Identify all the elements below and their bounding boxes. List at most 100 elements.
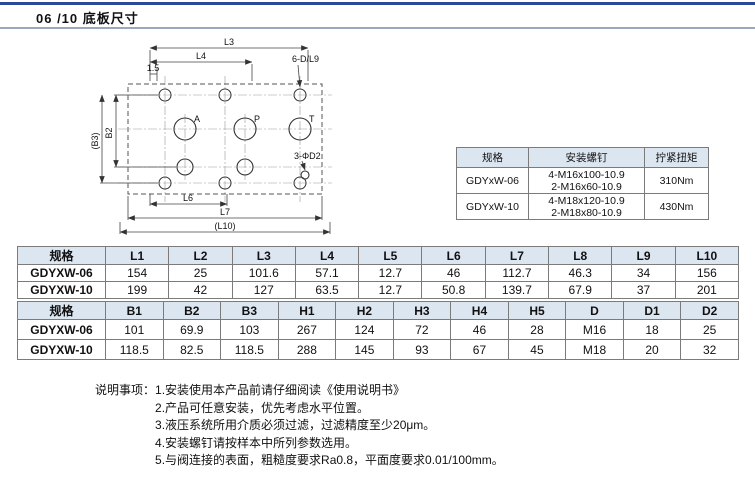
spec-cell: GDYxW-10: [456, 193, 529, 220]
screws-line-2: 2-M16x60-10.9: [551, 180, 622, 193]
column-header: L2: [168, 246, 233, 265]
torque-cell: 310Nm: [644, 167, 709, 194]
notes-items: 1.安装使用本产品前请仔细阅读《使用说明书》 2.产品可任意安装，优先考虑水平位…: [155, 382, 504, 470]
column-header-spec: 规格: [456, 147, 529, 168]
dim-label-l6: L6: [183, 193, 193, 203]
column-header: L10: [674, 246, 740, 265]
table-row: GDYxW-06 4-M16x100-10.9 2-M16x60-10.9 31…: [456, 167, 709, 194]
value-cell: 69.9: [162, 319, 222, 340]
value-cell: 139.7: [484, 281, 550, 299]
column-header: B3: [220, 301, 279, 320]
value-cell: 118.5: [105, 339, 164, 360]
value-cell: 101.6: [231, 264, 296, 282]
table-header-row: 规格 安装螺钉 拧紧扭矩: [456, 147, 709, 168]
value-cell: 50.8: [421, 281, 486, 299]
note-item-2: 2.产品可任意安装，优先考虑水平位置。: [155, 400, 370, 415]
column-header: H4: [450, 301, 509, 320]
value-cell: 63.5: [294, 281, 360, 299]
column-header: 规格: [17, 246, 106, 265]
port-label-a: A: [194, 114, 200, 124]
value-cell: 124: [335, 319, 394, 340]
value-cell: 46.3: [548, 264, 613, 282]
value-cell: 145: [335, 339, 394, 360]
page-title: 06 /10 底板尺寸: [36, 11, 139, 26]
column-header: D: [565, 301, 624, 320]
spec-cell: GDYXW-10: [17, 281, 106, 299]
table-row: GDYxW-10 4-M18x120-10.9 2-M18x80-10.9 43…: [456, 193, 709, 220]
port-label-t: T: [309, 114, 315, 124]
screws-line-1: 4-M18x120-10.9: [548, 194, 625, 207]
value-cell: 45: [507, 339, 567, 360]
value-cell: 42: [168, 281, 233, 299]
screws-cell: 4-M18x120-10.9 2-M18x80-10.9: [528, 193, 645, 220]
value-cell: 32: [680, 339, 739, 360]
dimension-lines: [99, 45, 331, 235]
value-cell: 67.9: [548, 281, 613, 299]
column-header: L8: [548, 246, 613, 265]
spec-cell: GDYxW-06: [456, 167, 529, 194]
note-item-5: 5.与阀连接的表面，粗糙度要求Ra0.8，平面度要求0.01/100mm。: [155, 453, 504, 467]
value-cell: 156: [674, 264, 740, 282]
column-header: L4: [294, 246, 360, 265]
plate-outline: [127, 83, 323, 195]
screw-spec-table: 规格 安装螺钉 拧紧扭矩 GDYxW-06 4-M16x100-10.9 2-M…: [456, 147, 709, 220]
note-item-1: 1.安装使用本产品前请仔细阅读《使用说明书》: [155, 383, 406, 397]
dim-label-b2: B2: [104, 127, 114, 138]
column-header: 规格: [17, 301, 106, 320]
column-header: L5: [358, 246, 423, 265]
value-cell: 12.7: [358, 264, 423, 282]
column-header: L3: [231, 246, 296, 265]
screws-line-2: 2-M18x80-10.9: [551, 206, 622, 219]
notes-section: 说明事项： 1.安装使用本产品前请仔细阅读《使用说明书》 2.产品可任意安装，优…: [95, 382, 504, 470]
dim-label-l3: L3: [224, 37, 234, 47]
top-accent-line: [0, 2, 755, 5]
value-cell: 37: [611, 281, 676, 299]
value-cell: 201: [674, 281, 740, 299]
value-cell: 25: [680, 319, 739, 340]
port-holes: [173, 117, 312, 180]
spec-cell: GDYXW-06: [17, 319, 106, 340]
note-item-4: 4.安装螺钉请按样本中所列参数选用。: [155, 435, 358, 450]
value-cell: M18: [565, 339, 624, 360]
torque-cell: 430Nm: [644, 193, 709, 220]
column-header: B2: [162, 301, 222, 320]
column-header: D1: [622, 301, 682, 320]
screws-cell: 4-M16x100-10.9 2-M16x60-10.9: [528, 167, 645, 194]
value-cell: 57.1: [294, 264, 360, 282]
dim-label-l7: L7: [220, 207, 230, 217]
note-item-3: 3.液压系统所用介质必须过滤，过滤精度至少20μm。: [155, 418, 436, 432]
spec-cell: GDYXW-10: [17, 339, 106, 360]
column-header: L7: [484, 246, 550, 265]
port-label-p: P: [254, 114, 260, 124]
value-cell: 18: [622, 319, 682, 340]
value-cell: 154: [104, 264, 170, 282]
column-header: D2: [680, 301, 739, 320]
title-divider: [0, 27, 755, 29]
dim-label-l10: (L10): [214, 221, 235, 231]
value-cell: 20: [622, 339, 682, 360]
holes-annotation-top: 6-D/L9: [292, 54, 319, 64]
value-cell: 199: [104, 281, 170, 299]
column-header: L1: [104, 246, 170, 265]
value-cell: M16: [565, 319, 624, 340]
dim-label-l4: L4: [196, 51, 206, 61]
value-cell: 12.7: [358, 281, 423, 299]
column-header: B1: [105, 301, 164, 320]
value-cell: 127: [231, 281, 296, 299]
technical-drawing: A P T L: [90, 37, 332, 235]
column-header-screws: 安装螺钉: [528, 147, 645, 168]
value-cell: 112.7: [484, 264, 550, 282]
column-header: L6: [421, 246, 486, 265]
value-cell: 34: [611, 264, 676, 282]
value-cell: 46: [450, 319, 509, 340]
dim-label-b3: (B3): [90, 132, 100, 149]
value-cell: 93: [392, 339, 452, 360]
value-cell: 103: [220, 319, 279, 340]
